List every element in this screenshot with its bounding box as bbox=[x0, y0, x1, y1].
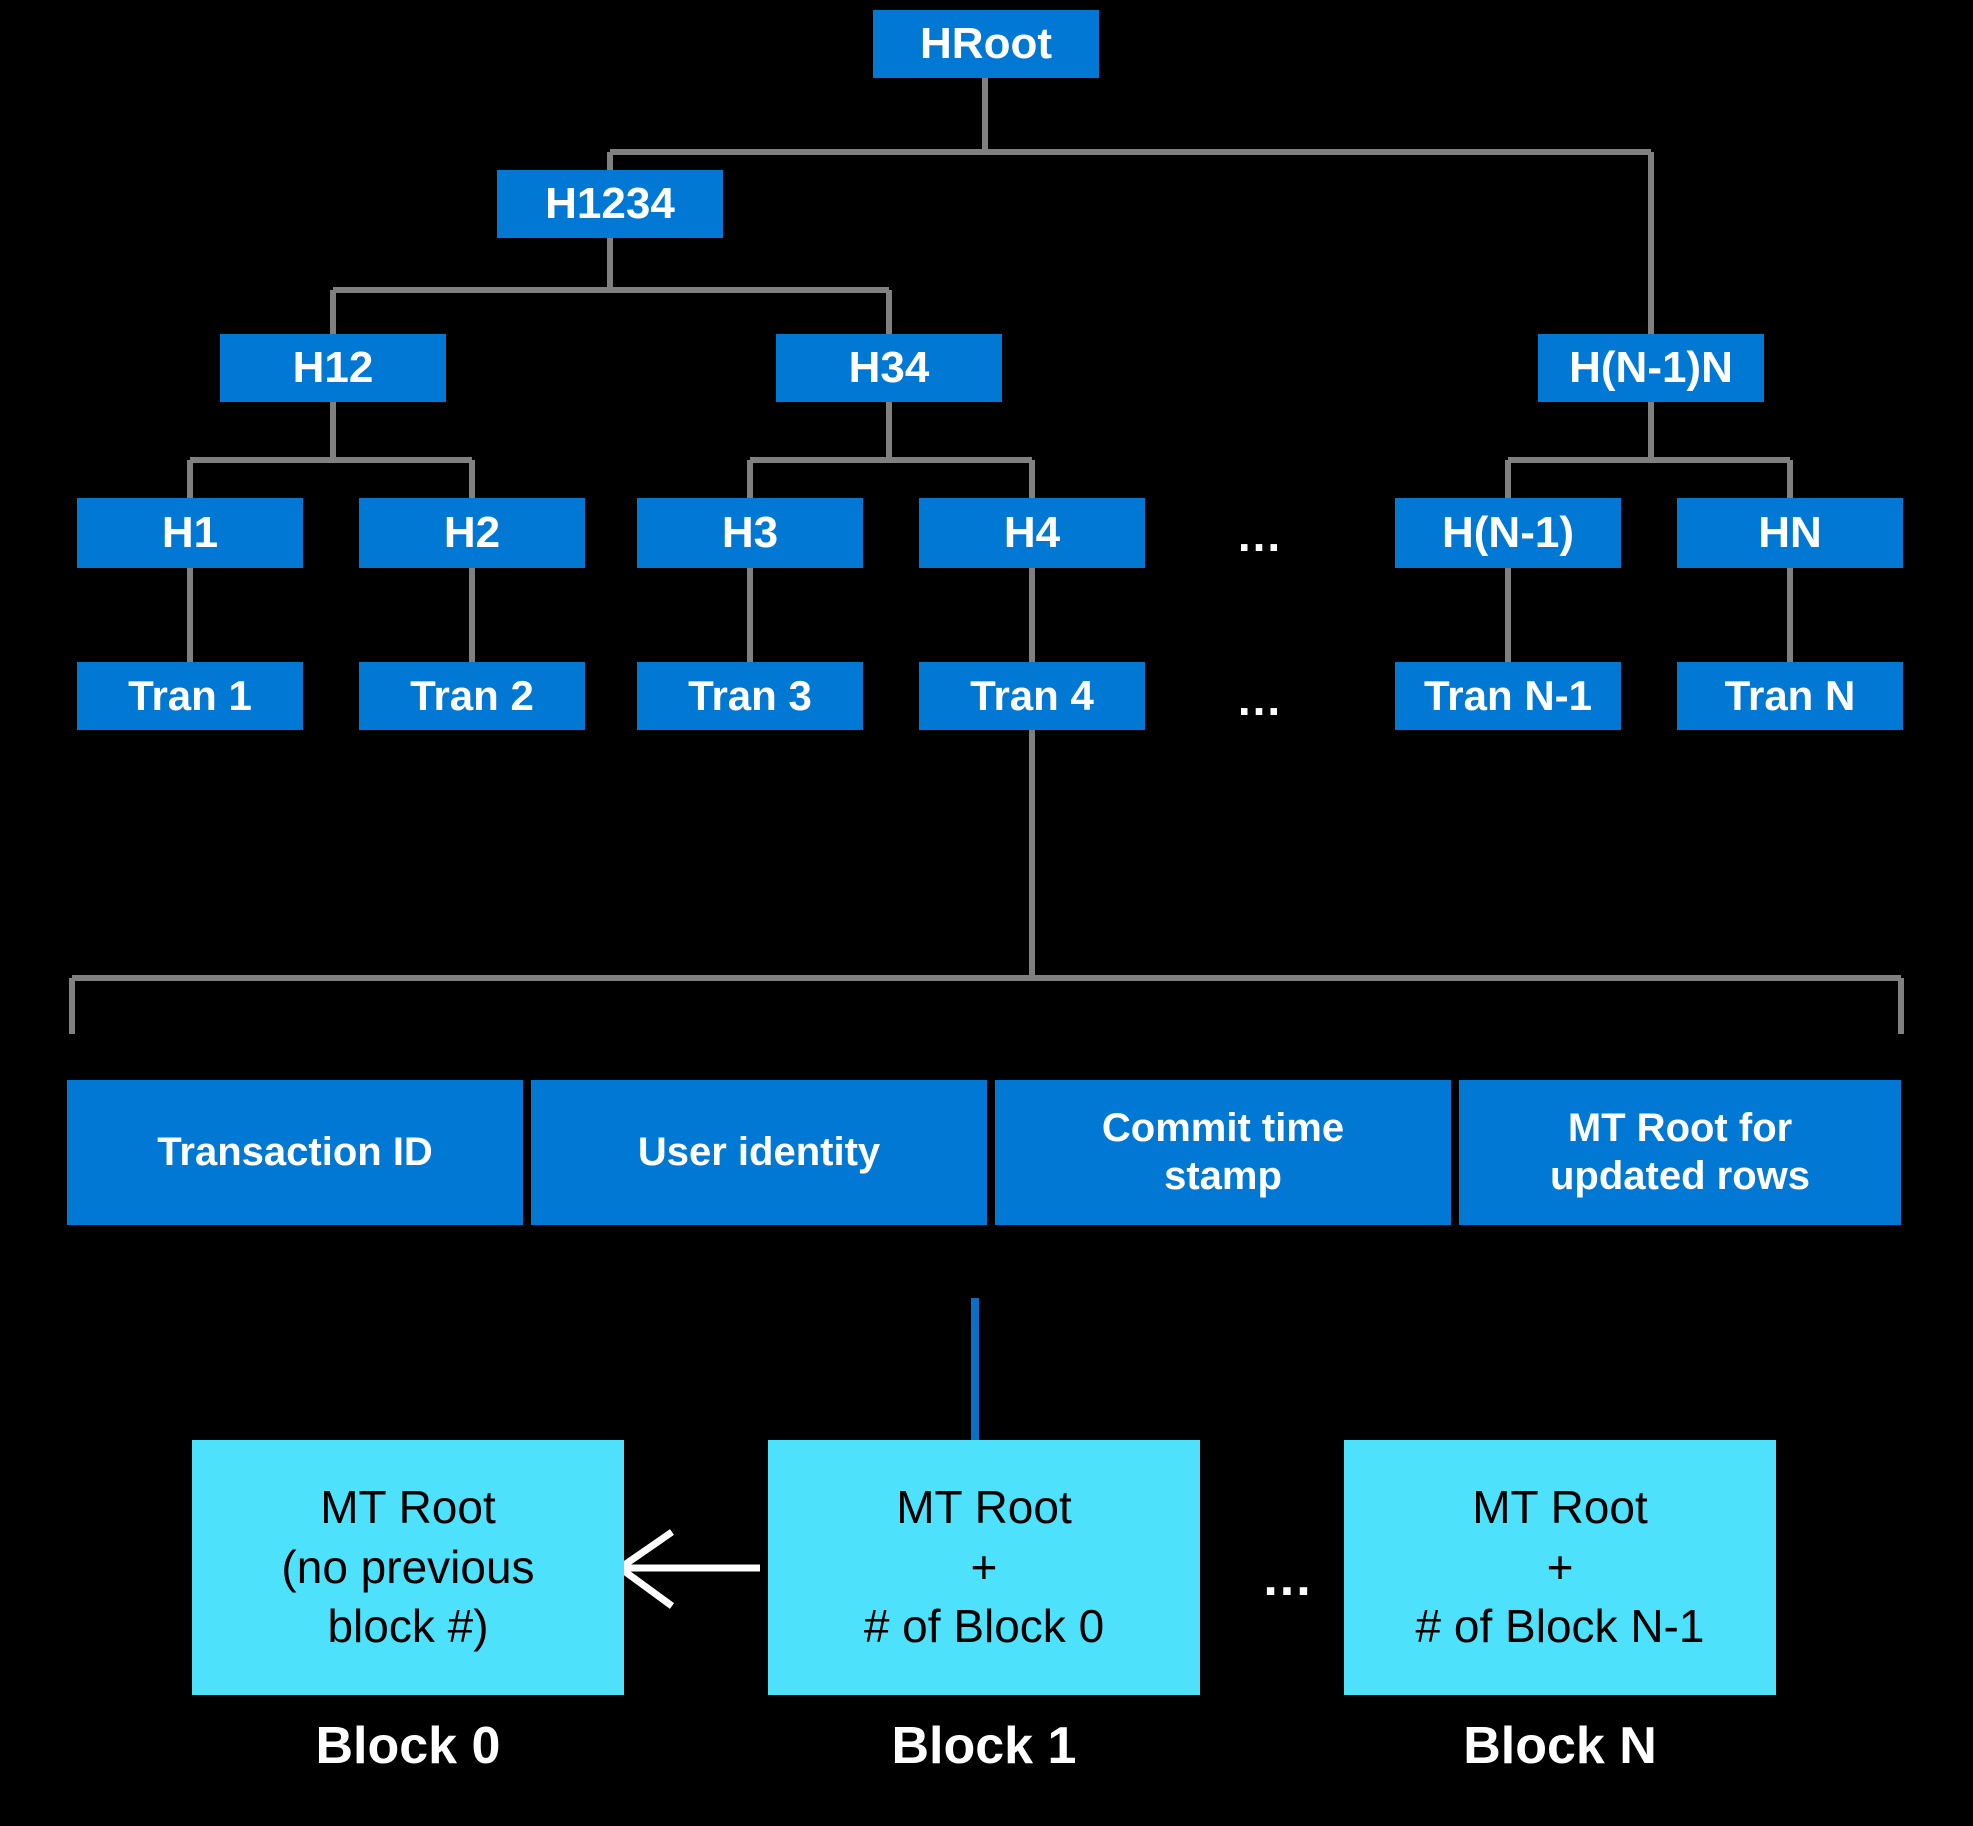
tree-node-h2[interactable]: H2 bbox=[359, 498, 585, 568]
tree-node-h34[interactable]: H34 bbox=[776, 334, 1002, 402]
tree-node-h4[interactable]: H4 bbox=[919, 498, 1145, 568]
arrow-block1-to-block0 bbox=[613, 1529, 760, 1609]
detail-field-mt-root-updated-rows[interactable]: MT Root for updated rows bbox=[1459, 1080, 1901, 1225]
tran-node-3[interactable]: Tran 3 bbox=[637, 662, 863, 730]
block-label-1: Block 1 bbox=[891, 1717, 1077, 1775]
tree-node-hn[interactable]: HN bbox=[1677, 498, 1903, 568]
block-box-0[interactable]: MT Root (no previous block #) bbox=[192, 1440, 624, 1695]
tree-node-hroot[interactable]: HRoot bbox=[873, 10, 1099, 78]
detail-field-transaction-id[interactable]: Transaction ID bbox=[67, 1080, 523, 1225]
tran-node-2[interactable]: Tran 2 bbox=[359, 662, 585, 730]
tree-node-h1[interactable]: H1 bbox=[77, 498, 303, 568]
detail-field-commit-time-stamp[interactable]: Commit time stamp bbox=[995, 1080, 1451, 1225]
blockchain-ellipsis: ... bbox=[1263, 1549, 1313, 1607]
block-box-1[interactable]: MT Root + # of Block 0 bbox=[768, 1440, 1200, 1695]
block-box-n[interactable]: MT Root + # of Block N-1 bbox=[1344, 1440, 1776, 1695]
tree-node-hn1n[interactable]: H(N-1)N bbox=[1538, 334, 1764, 402]
tran-node-n-minus-1[interactable]: Tran N-1 bbox=[1395, 662, 1621, 730]
tran-row-ellipsis: ... bbox=[1237, 673, 1283, 725]
block-label-0: Block 0 bbox=[315, 1717, 501, 1775]
tree-node-h1234[interactable]: H1234 bbox=[497, 170, 723, 238]
detail-field-user-identity[interactable]: User identity bbox=[531, 1080, 987, 1225]
tree-node-h12[interactable]: H12 bbox=[220, 334, 446, 402]
tree-node-h3[interactable]: H3 bbox=[637, 498, 863, 568]
tran-node-1[interactable]: Tran 1 bbox=[77, 662, 303, 730]
block-label-n: Block N bbox=[1463, 1717, 1657, 1775]
tran-node-4[interactable]: Tran 4 bbox=[919, 662, 1145, 730]
hash-row-ellipsis: ... bbox=[1237, 509, 1283, 561]
tree-node-hn1[interactable]: H(N-1) bbox=[1395, 498, 1621, 568]
tran-node-n[interactable]: Tran N bbox=[1677, 662, 1903, 730]
